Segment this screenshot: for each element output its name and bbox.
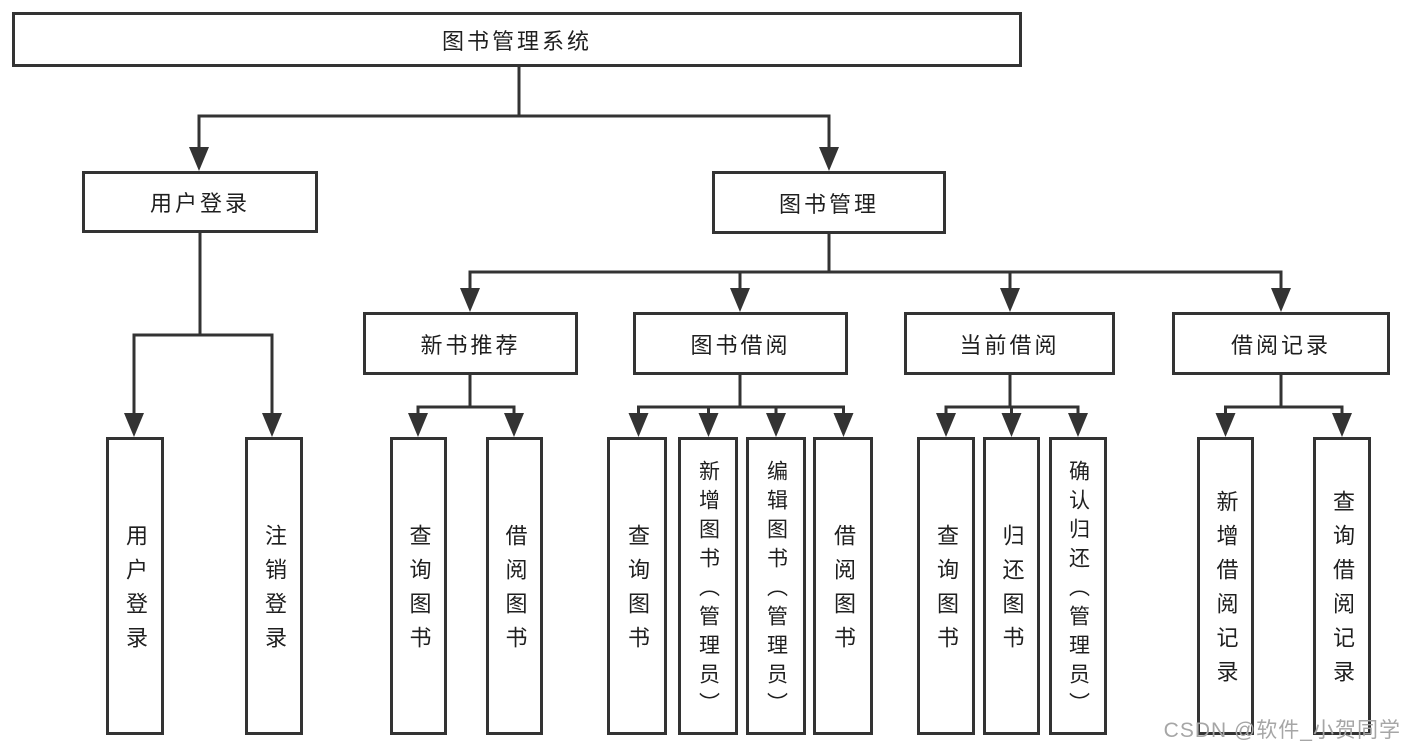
leaf-query-borrow-record: 查询借阅记录 [1313,437,1371,735]
leaf-label: 借阅图书 [831,524,856,660]
node-library-system: 图书管理系统 [12,12,1022,67]
leaf-label: 查询图书 [406,524,432,660]
leaf-label: 新增借阅记录 [1213,490,1239,694]
leaf-add-books-admin: 新增图书（管理员） [678,437,738,735]
leaf-label: 查询借阅记录 [1330,490,1355,694]
leaf-label: 确认归还（管理员） [1066,459,1090,721]
csdn-watermark: CSDN @软件_小贺同学 [1163,719,1401,742]
leaf-borrow-books-recommend: 借阅图书 [486,437,543,735]
leaf-borrow-books: 借阅图书 [813,437,873,735]
leaf-logout: 注销登录 [245,437,303,735]
leaf-label: 借阅图书 [502,524,528,660]
node-new-book-recommend: 新书推荐 [363,312,578,375]
leaf-edit-books-admin: 编辑图书（管理员） [746,437,806,735]
node-book-borrow: 图书借阅 [633,312,848,375]
leaf-label: 查询图书 [934,524,959,660]
node-current-borrow: 当前借阅 [904,312,1115,375]
node-book-management: 图书管理 [712,171,946,234]
node-user-login: 用户登录 [82,171,318,233]
leaf-label: 查询图书 [625,524,650,660]
leaf-add-borrow-record: 新增借阅记录 [1197,437,1254,735]
leaf-label: 编辑图书（管理员） [764,459,788,721]
leaf-confirm-return-admin: 确认归还（管理员） [1049,437,1107,735]
leaf-return-books: 归还图书 [983,437,1040,735]
leaf-query-books-borrow: 查询图书 [607,437,667,735]
node-borrow-records: 借阅记录 [1172,312,1390,375]
leaf-label: 注销登录 [262,524,287,660]
leaf-query-books-recommend: 查询图书 [390,437,447,735]
leaf-query-books-current: 查询图书 [917,437,975,735]
leaf-label: 归还图书 [999,524,1025,660]
leaf-label: 新增图书（管理员） [696,459,720,721]
leaf-user-login: 用户登录 [106,437,164,735]
leaf-label: 用户登录 [123,524,148,660]
